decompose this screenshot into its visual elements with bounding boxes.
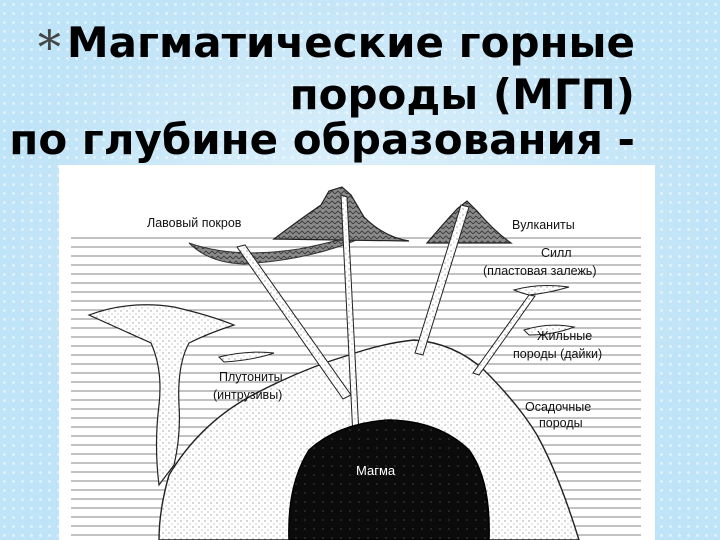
label-magma: Магма bbox=[356, 463, 396, 478]
label-vein-line1: Жильные bbox=[537, 329, 592, 343]
diagram-svg: Лавовый покров Вулканиты Силл (пластовая… bbox=[71, 186, 641, 540]
volcano-right bbox=[425, 200, 513, 244]
label-sedimentary-line1: Осадочные bbox=[525, 400, 591, 414]
small-sill-left bbox=[218, 351, 275, 363]
title-line-2: породы (МГП) bbox=[289, 70, 635, 119]
dike-to-lava bbox=[236, 244, 352, 400]
dike-right-vein bbox=[472, 294, 536, 376]
label-vein-line2: породы (дайки) bbox=[513, 347, 602, 361]
title-bullet: * bbox=[37, 20, 61, 74]
dike-to-right-volcano bbox=[414, 204, 470, 356]
title-line-1-text: Магматические горные bbox=[66, 18, 635, 67]
sill-right-1 bbox=[512, 285, 570, 296]
magma-chamber bbox=[288, 419, 490, 540]
rock-formation-diagram: Лавовый покров Вулканиты Силл (пластовая… bbox=[59, 165, 655, 540]
label-sill-line2: (пластовая залежь) bbox=[483, 264, 596, 278]
label-volcanics: Вулканиты bbox=[512, 218, 575, 232]
label-sedimentary-line2: породы bbox=[539, 416, 583, 430]
title-line-3: по глубине образования - bbox=[9, 115, 635, 164]
title-line-1: *Магматические горные bbox=[38, 22, 635, 71]
label-lava-cover: Лавовый покров bbox=[147, 216, 242, 230]
left-laccolith bbox=[87, 304, 236, 487]
label-sill-line1: Силл bbox=[541, 246, 572, 260]
label-plutonites-line2: (интрузивы) bbox=[213, 388, 282, 402]
sill-right-2 bbox=[523, 324, 576, 336]
slide-title: *Магматические горные породы (МГП) по гл… bbox=[0, 0, 720, 170]
label-plutonites-line1: Плутониты bbox=[219, 370, 283, 384]
